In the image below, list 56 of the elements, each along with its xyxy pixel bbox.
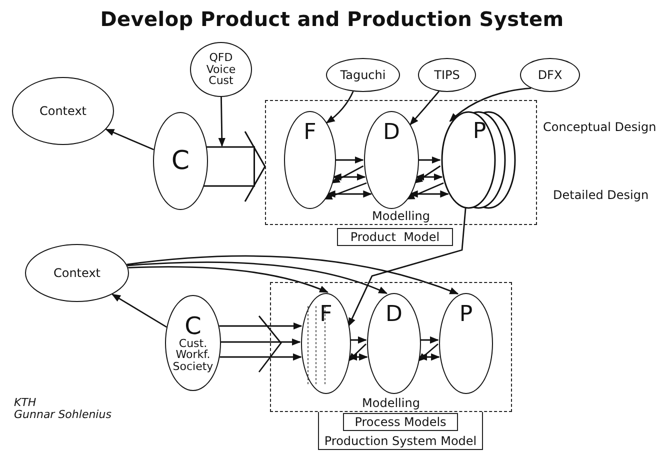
node-text: Taguchi	[340, 68, 386, 82]
node-letter: P	[459, 304, 473, 326]
arrow	[330, 165, 364, 184]
node-text: Context	[39, 104, 86, 118]
node-letter: D	[386, 304, 402, 326]
model-box	[343, 413, 458, 431]
node-text: DFX	[538, 68, 562, 82]
text-label: Gunnar Sohlenius	[14, 409, 112, 421]
arrow	[126, 255, 459, 294]
arrow	[414, 165, 441, 184]
oval-node	[520, 58, 580, 92]
node-letter: F	[304, 122, 316, 144]
arrow	[410, 90, 440, 126]
node-text: Production System Model	[324, 435, 477, 448]
arrow	[105, 128, 154, 150]
model-box	[337, 228, 453, 246]
node-text: Product Model	[350, 230, 440, 244]
arrow	[112, 294, 167, 328]
arrow	[218, 96, 226, 147]
node-letter: F	[320, 304, 332, 326]
dashed-frame	[270, 282, 512, 412]
arrow	[348, 344, 366, 362]
arrow	[128, 266, 329, 293]
node-letter: C	[184, 314, 202, 338]
node-letter: C	[171, 148, 190, 174]
node-letter: D	[383, 122, 400, 144]
arrow	[418, 156, 441, 164]
node-text: Cust. Workf. Society	[172, 338, 214, 372]
text-label: Conceptual Design	[543, 121, 656, 133]
arrow	[335, 156, 364, 164]
arrow	[406, 182, 444, 200]
text-label: KTH	[14, 397, 36, 409]
model-frame	[318, 412, 483, 450]
arrow	[449, 88, 532, 122]
arrow	[417, 343, 438, 362]
arrow	[326, 190, 372, 198]
node-text: Process Models	[354, 416, 446, 428]
stacked-oval-node	[441, 111, 518, 209]
arrow	[350, 336, 367, 344]
arrow	[326, 91, 354, 124]
broad-arrow	[219, 316, 302, 372]
arrow	[420, 336, 439, 344]
arrow	[323, 182, 367, 200]
node-text: Context	[53, 266, 100, 280]
node-text: Modelling	[372, 210, 430, 223]
node-text: TIPS	[434, 68, 460, 82]
arrow	[332, 173, 366, 181]
node-letter: P	[472, 121, 486, 143]
node-text: QFD Voice Cust	[205, 52, 237, 87]
text-label: Detailed Design	[553, 189, 649, 201]
arrow	[348, 208, 466, 327]
dashed-frame	[265, 100, 537, 225]
node-text: Modelling	[362, 397, 420, 410]
diagram-title: Develop Product and Production System	[99, 7, 565, 31]
arrow	[415, 173, 443, 181]
arrow	[127, 262, 388, 294]
